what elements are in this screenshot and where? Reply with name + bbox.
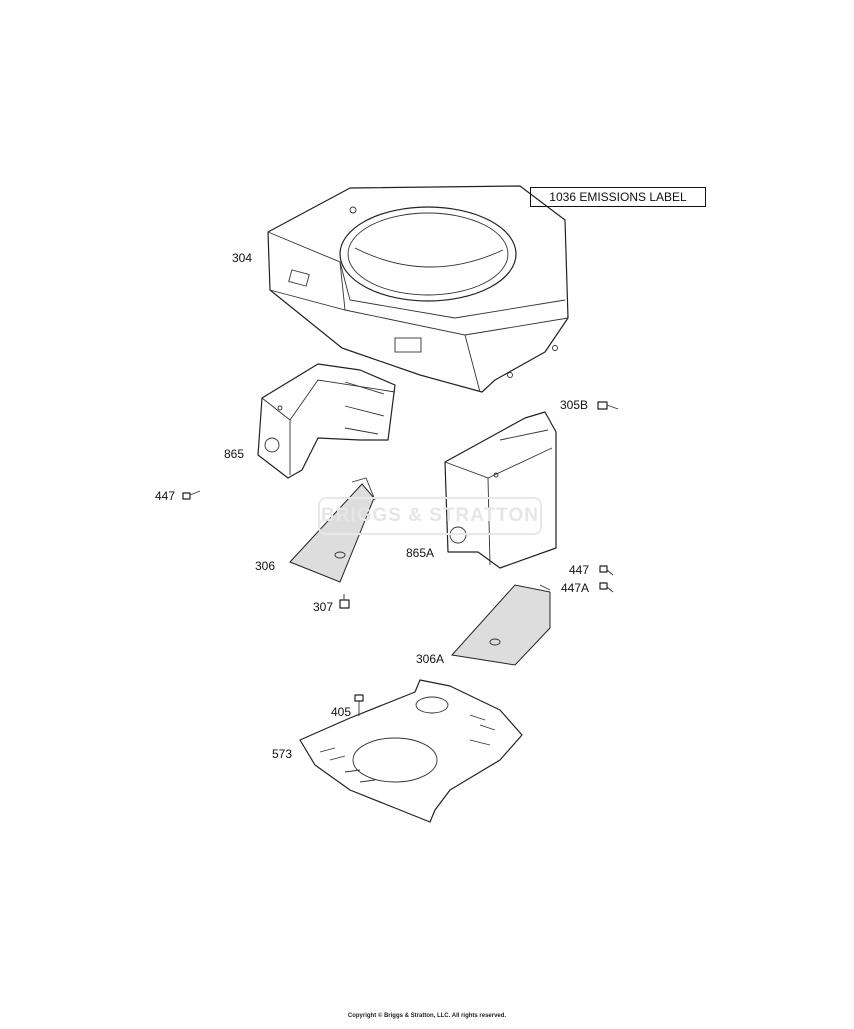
callout-573[interactable]: 573 <box>272 747 293 761</box>
callout-307[interactable]: 307 <box>313 600 334 614</box>
callout-304[interactable]: 304 <box>232 251 253 265</box>
callout-447A[interactable]: 447A <box>561 581 590 595</box>
callout-865A[interactable]: 865A <box>406 546 435 560</box>
callout-447-left[interactable]: 447 <box>155 489 176 503</box>
callout-306[interactable]: 306 <box>255 559 276 573</box>
callout-447-right[interactable]: 447 <box>569 563 590 577</box>
baffle-306A[interactable] <box>451 584 551 666</box>
blower-housing-304[interactable] <box>267 185 569 393</box>
base-plate-573[interactable] <box>299 679 523 823</box>
shroud-865A[interactable] <box>444 411 557 569</box>
bolt-305B[interactable] <box>597 401 619 410</box>
bolt-447A[interactable] <box>599 582 614 593</box>
copyright-notice: Copyright © Briggs & Stratton, LLC. All … <box>347 1013 507 1019</box>
bolt-447-right[interactable] <box>599 565 614 576</box>
shroud-865[interactable] <box>257 363 396 479</box>
callout-405[interactable]: 405 <box>331 705 352 719</box>
bolt-447-left[interactable] <box>182 490 201 500</box>
callout-865[interactable]: 865 <box>224 447 245 461</box>
bolt-405[interactable] <box>354 694 364 716</box>
watermark: BRIGGS & STRATTON <box>318 497 542 535</box>
emissions-label-box[interactable]: 1036 EMISSIONS LABEL <box>530 187 706 207</box>
callout-305B[interactable]: 305B <box>560 398 589 412</box>
callout-306A[interactable]: 306A <box>416 652 445 666</box>
bolt-307[interactable] <box>339 594 350 609</box>
